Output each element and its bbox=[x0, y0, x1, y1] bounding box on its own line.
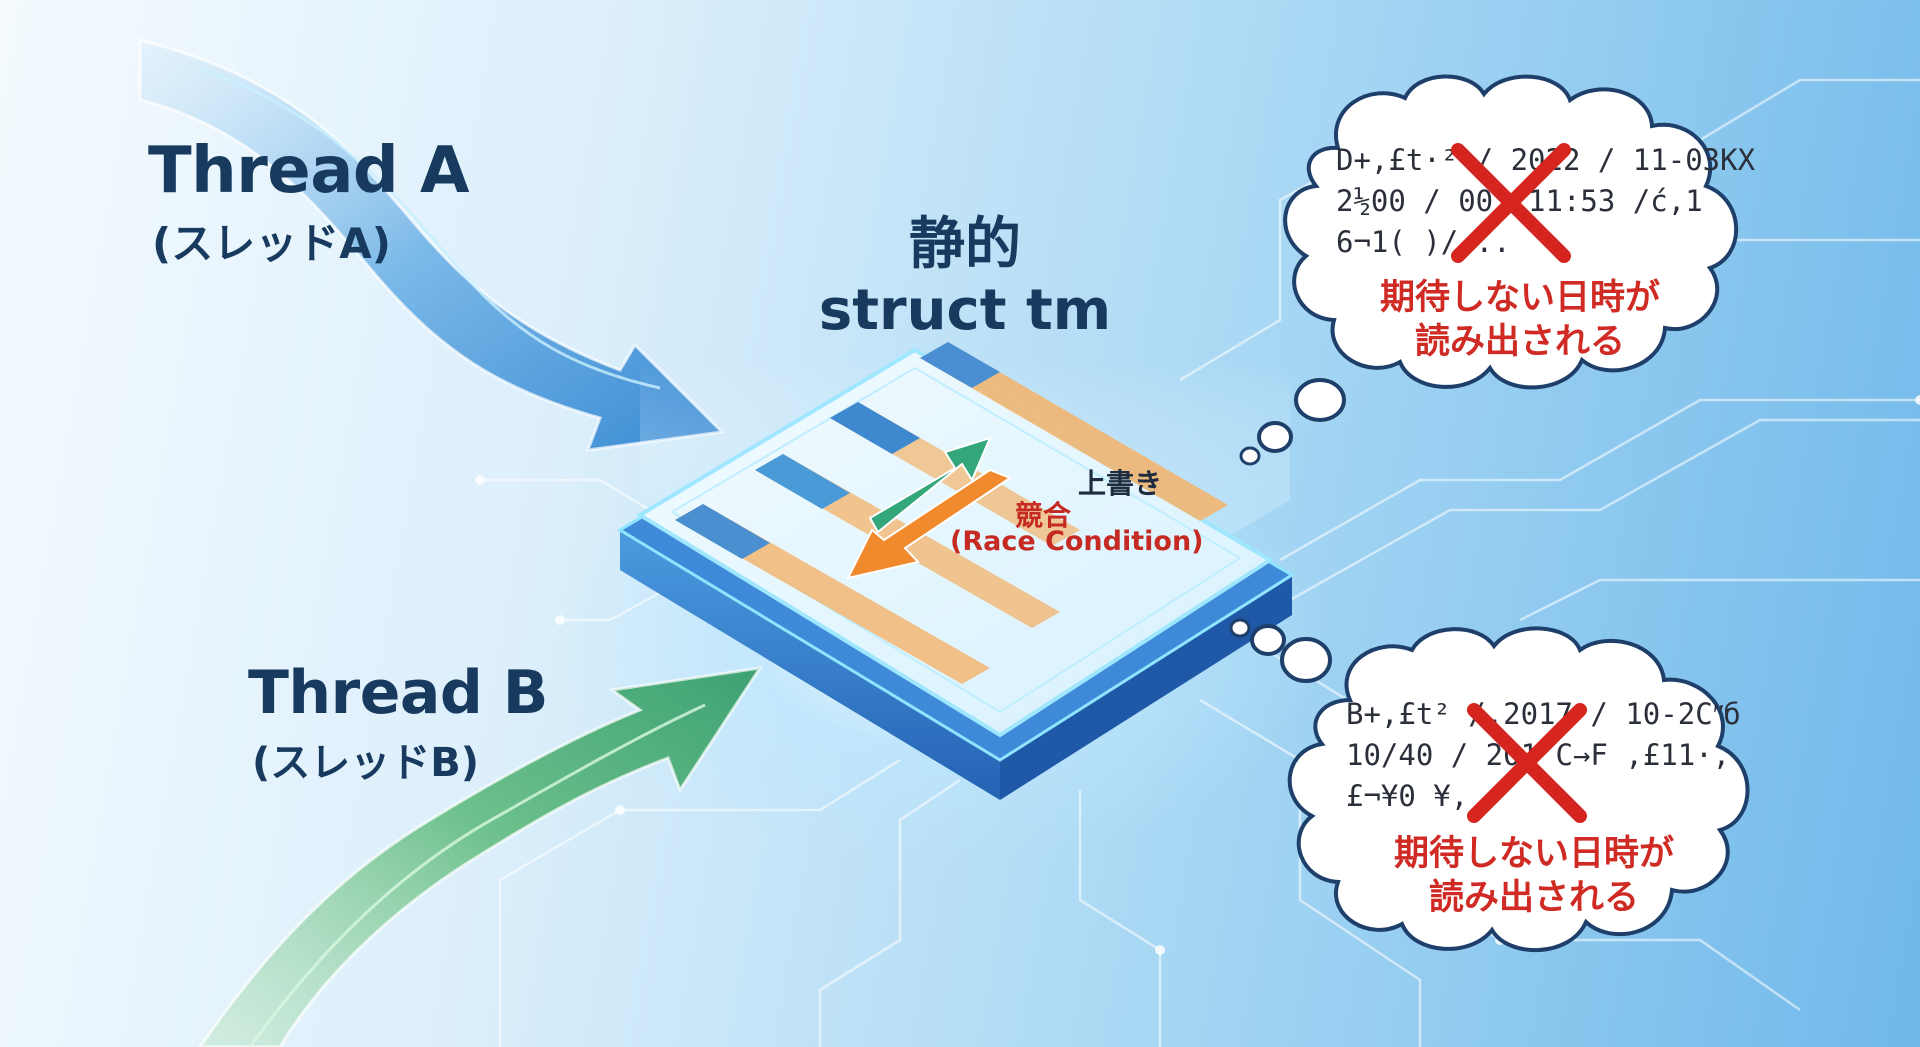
unexpected-datetime-warning-top: 期待しない日時が 読み出される bbox=[1350, 276, 1690, 364]
race-condition-en-label: (Race Condition) bbox=[950, 526, 1204, 557]
shared-struct-title-line2: struct tm bbox=[818, 278, 1112, 343]
race-condition-jp-label: 競合 bbox=[1015, 499, 1072, 532]
warning-line2: 読み出される bbox=[1414, 322, 1625, 362]
warning-line1: 期待しない日時が bbox=[1393, 834, 1674, 874]
thread-b-subtitle: (スレッドB) bbox=[252, 740, 480, 786]
red-x-icon bbox=[1462, 698, 1592, 828]
garbled-line: £¬¥0 ¥, bbox=[1346, 779, 1469, 813]
warning-line1: 期待しない日時が bbox=[1379, 278, 1660, 318]
race-arrow bbox=[846, 468, 1013, 580]
thought-bubble-top bbox=[1239, 74, 1739, 466]
thread-b-title: Thread B bbox=[248, 658, 548, 728]
garbled-line: B+,£t² /,2017 / 10-2Cʺб bbox=[1346, 697, 1741, 731]
thread-a-subtitle: (スレッドA) bbox=[152, 219, 391, 268]
shared-struct-title-line1: 静的 bbox=[909, 212, 1021, 277]
thread-a-title: Thread A bbox=[148, 134, 470, 208]
overwrite-label: 上書き bbox=[1078, 467, 1163, 500]
thought-bubble-bottom bbox=[1229, 618, 1750, 952]
warning-line2: 読み出される bbox=[1428, 878, 1639, 918]
thread-b-arrow bbox=[198, 666, 764, 1047]
shared-struct-title: 静的 struct tm bbox=[790, 212, 1140, 344]
thread-b-arrow-highlight bbox=[248, 703, 706, 1047]
red-x-icon bbox=[1446, 138, 1576, 268]
unexpected-datetime-warning-bottom: 期待しない日時が 読み出される bbox=[1364, 832, 1704, 920]
thread-a-arrow-highlight bbox=[199, 68, 661, 390]
overwrite-arrow bbox=[868, 436, 992, 534]
